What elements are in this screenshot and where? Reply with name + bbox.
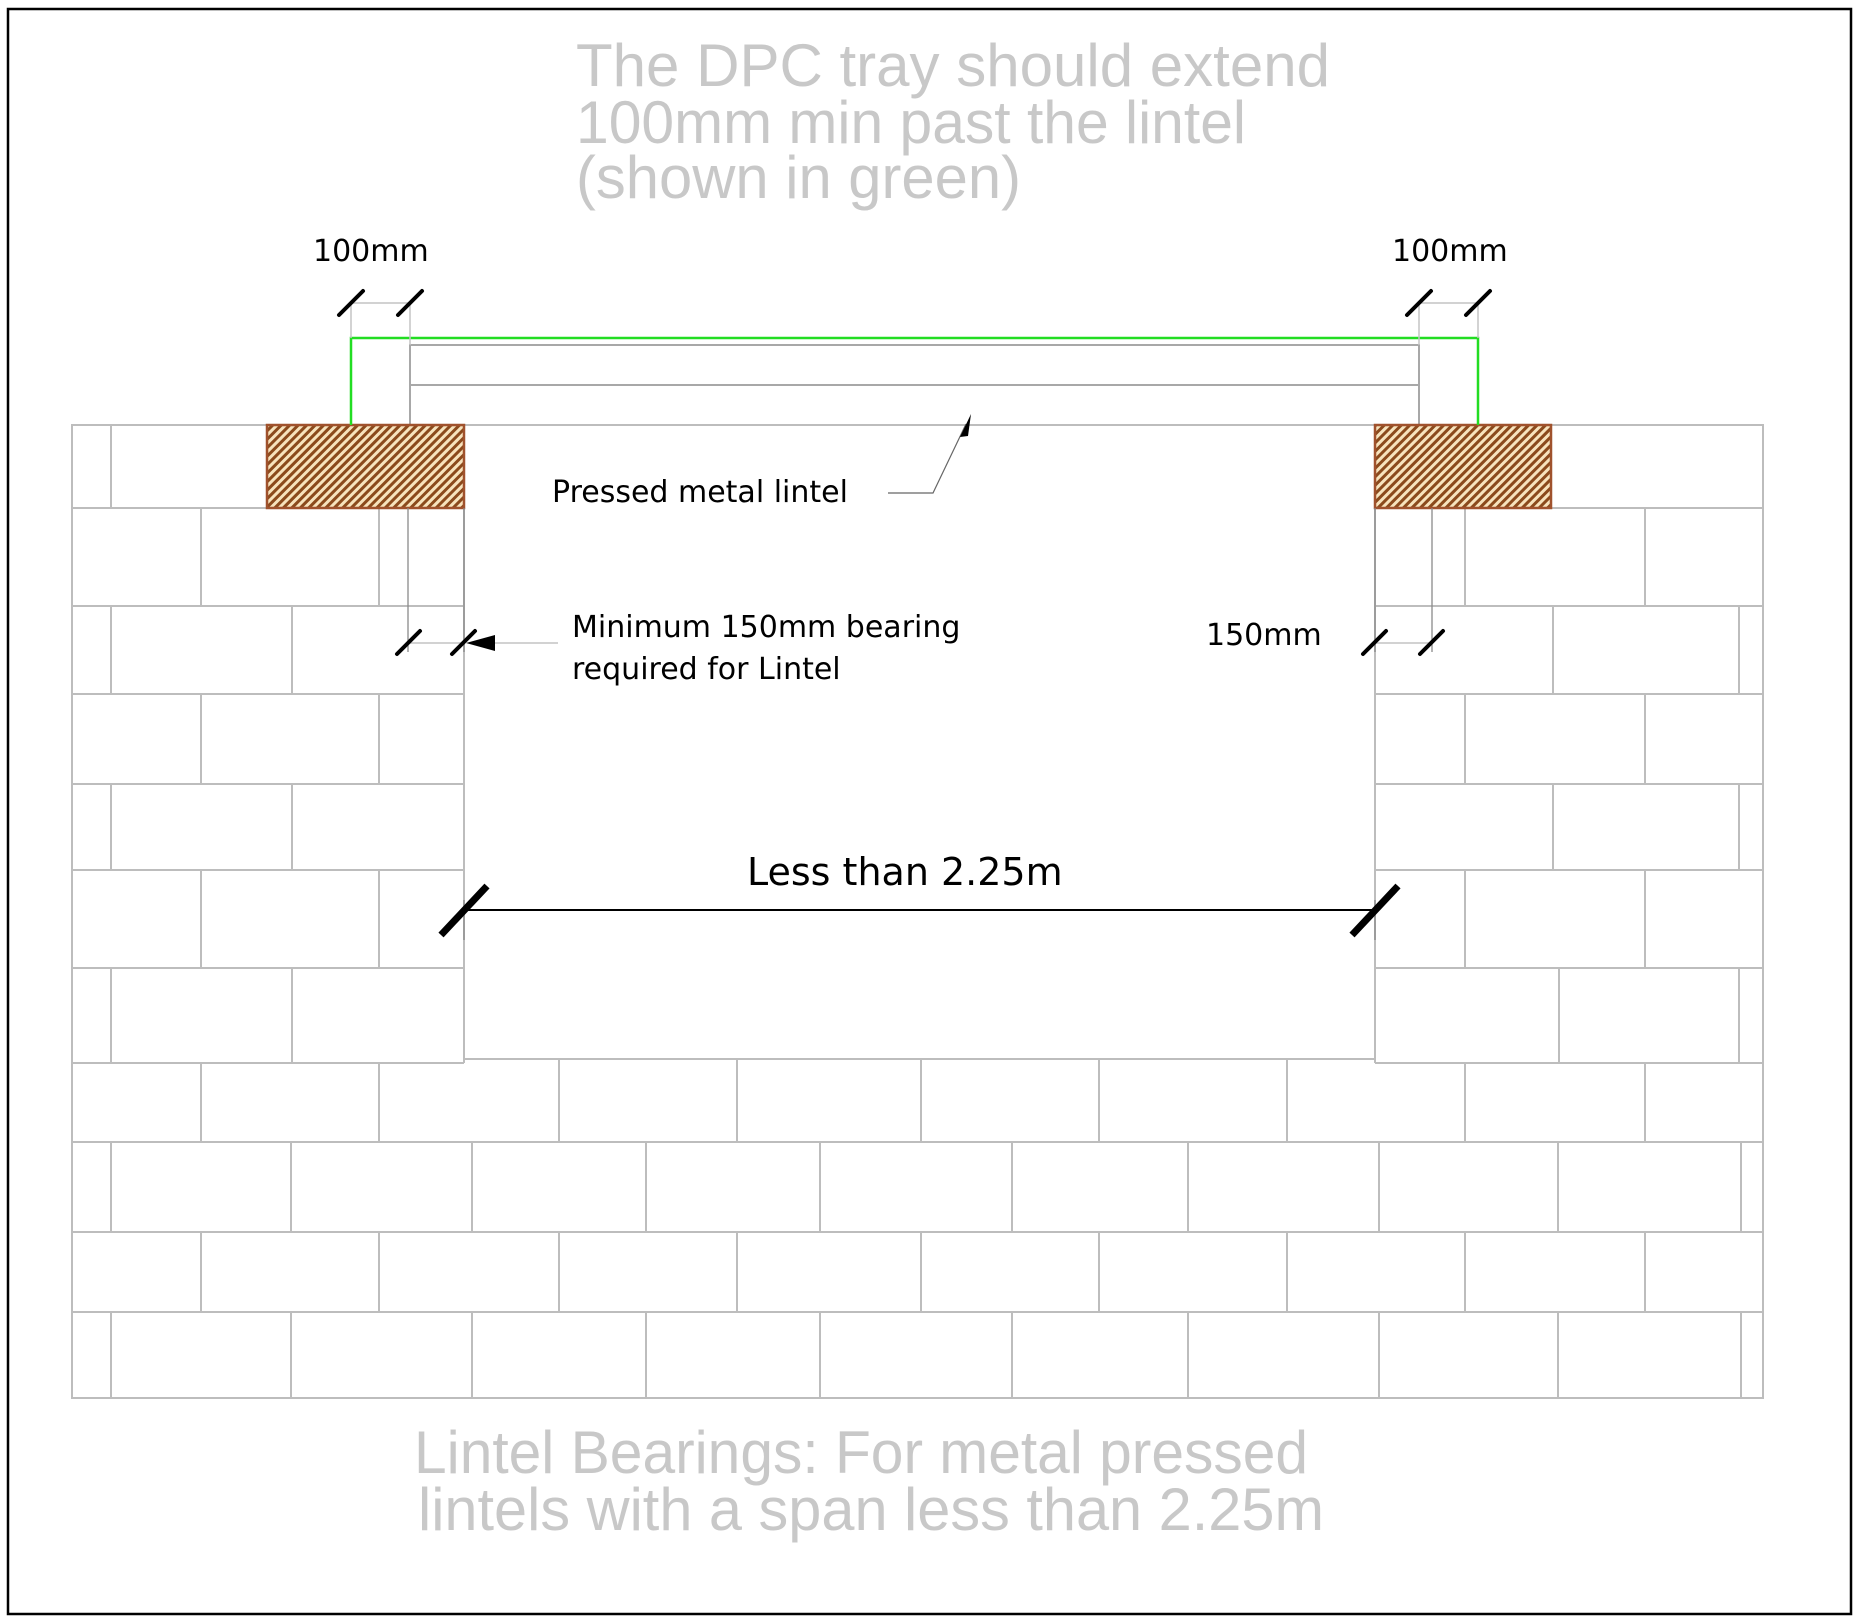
title-top: The DPC tray should extend 100mm min pas…	[576, 32, 1347, 211]
wall-outline	[71, 424, 1764, 1399]
lower-wall-courses	[72, 1059, 1763, 1398]
brick-wall	[71, 424, 1764, 1399]
dim-tick	[1418, 629, 1445, 656]
bearing-note: Minimum 150mm bearing required for Linte…	[572, 610, 970, 687]
right-bearing-dimension: 150mm	[1206, 508, 1445, 656]
dim-tick	[396, 289, 424, 317]
right-bearing-pad	[1373, 423, 1553, 510]
right-bearing-label: 150mm	[1206, 618, 1322, 653]
page-border	[6, 7, 1853, 1616]
lintel-callout: Pressed metal lintel	[552, 414, 971, 510]
right-pier-courses	[1375, 507, 1763, 1064]
dim-tick	[1349, 883, 1401, 938]
left-pier-courses	[72, 425, 464, 1064]
dim-tick	[1464, 289, 1492, 317]
dim-tick	[337, 289, 365, 317]
span-label: Less than 2.25m	[747, 850, 1063, 894]
pressed-metal-lintel	[409, 344, 1420, 425]
title-top-line-3: (shown in green)	[576, 144, 1021, 211]
bearing-note-line-2: required for Lintel	[572, 652, 841, 687]
dim-tick	[1405, 289, 1433, 317]
leader-arrowhead-icon	[960, 414, 971, 437]
left-dpc-dimension: 100mm	[313, 234, 429, 345]
title-bottom-line-1: Lintel Bearings: For metal pressed	[414, 1419, 1308, 1486]
right-dpc-dimension: 100mm	[1392, 234, 1508, 345]
bearing-note-line-1: Minimum 150mm bearing	[572, 610, 960, 645]
dim-tick	[438, 883, 490, 938]
title-top-line-1: The DPC tray should extend	[576, 32, 1330, 99]
title-bottom: Lintel Bearings: For metal pressed linte…	[414, 1419, 1325, 1543]
left-dpc-dimension-label: 100mm	[313, 234, 429, 269]
title-top-line-2: 100mm min past the lintel	[576, 89, 1246, 156]
left-bearing-dimension: Minimum 150mm bearing required for Linte…	[395, 508, 970, 687]
span-dimension: Less than 2.25m	[438, 850, 1401, 940]
dim-tick	[450, 629, 477, 656]
lintel-leader-line	[888, 423, 967, 494]
dim-tick	[395, 629, 422, 656]
right-dpc-dimension-label: 100mm	[1392, 234, 1508, 269]
bearing-arrowhead-icon	[466, 635, 495, 651]
dpc-tray	[349, 336, 1480, 425]
title-bottom-line-2: lintels with a span less than 2.25m	[418, 1476, 1324, 1543]
lintel-callout-label: Pressed metal lintel	[552, 475, 848, 510]
left-bearing-pad	[265, 423, 466, 510]
dim-tick	[1361, 629, 1388, 656]
